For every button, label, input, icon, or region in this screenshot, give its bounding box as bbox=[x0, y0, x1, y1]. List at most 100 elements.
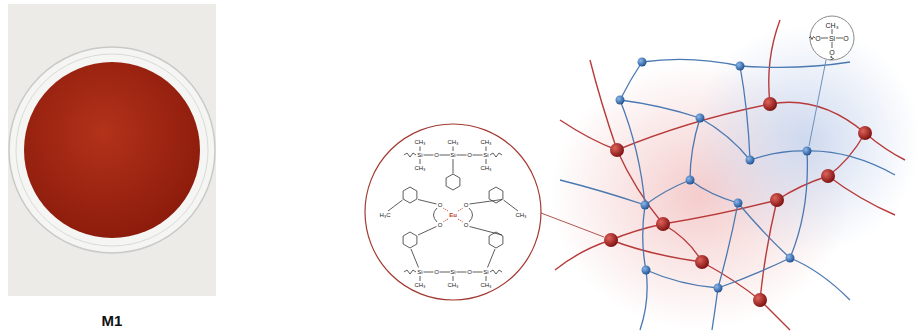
chemical-bonds bbox=[453, 276, 454, 281]
petri-dish-photo bbox=[8, 4, 216, 296]
blue-crosslinks bbox=[714, 284, 723, 293]
atom-label: CH₃ bbox=[447, 139, 458, 145]
chemical-bonds bbox=[809, 29, 843, 60]
atom-label: H₃C bbox=[379, 212, 390, 218]
chemical-bonds bbox=[420, 159, 421, 164]
atom-label: CH₃ bbox=[480, 139, 491, 145]
leader-lines bbox=[541, 60, 826, 237]
blue-crosslinks bbox=[641, 201, 650, 210]
chemical-bonds bbox=[388, 200, 403, 211]
blue-chains bbox=[642, 59, 850, 67]
chemical-bonds bbox=[457, 155, 467, 156]
coordination-bonds bbox=[443, 219, 448, 222]
blue-chains bbox=[645, 180, 690, 205]
atom-label: O bbox=[434, 269, 439, 275]
chemical-bonds bbox=[821, 38, 828, 39]
leader-lines bbox=[541, 213, 604, 237]
blue-chains bbox=[712, 203, 738, 330]
blue-crosslinks bbox=[616, 96, 625, 105]
blue-chains bbox=[560, 59, 895, 330]
atom-label: CH₃ bbox=[826, 22, 839, 29]
atom-label: CH₃ bbox=[515, 212, 526, 218]
atom-label: O bbox=[434, 152, 439, 158]
chemical-bonds bbox=[453, 159, 454, 174]
europium-crosslinks bbox=[604, 97, 872, 307]
europium-crosslinks bbox=[753, 293, 767, 307]
blue-crosslinks bbox=[616, 58, 812, 293]
chemical-bonds bbox=[418, 227, 437, 236]
chemical-bonds bbox=[388, 147, 518, 282]
atom-label: CH₃ bbox=[480, 282, 491, 288]
blue-crosslinks bbox=[642, 266, 651, 275]
chemical-bonds bbox=[473, 272, 483, 273]
atom-label: Eu bbox=[449, 212, 457, 218]
complex-inset bbox=[365, 124, 541, 300]
blue-crosslinks bbox=[786, 254, 795, 263]
atom-label: O bbox=[438, 202, 443, 208]
atom-label: O bbox=[464, 202, 469, 208]
chemical-bonds bbox=[486, 147, 487, 152]
blue-crosslinks bbox=[734, 199, 743, 208]
atom-label: O bbox=[843, 35, 848, 42]
blue-chains bbox=[620, 100, 895, 175]
red-chains bbox=[617, 133, 865, 224]
leader-lines bbox=[809, 60, 826, 146]
atom-label: Si bbox=[829, 35, 835, 42]
europium-crosslinks bbox=[604, 233, 618, 247]
chemical-bonds bbox=[434, 208, 438, 222]
chemical-bonds bbox=[809, 37, 815, 40]
coordination-bonds bbox=[443, 208, 448, 211]
chemical-bonds bbox=[404, 153, 416, 157]
atom-label: CH₃ bbox=[414, 165, 425, 171]
chemical-bonds bbox=[418, 200, 437, 205]
chemical-bonds bbox=[403, 232, 417, 248]
chemical-bonds bbox=[486, 159, 487, 164]
chemical-bonds bbox=[490, 153, 502, 157]
atom-label: O bbox=[467, 152, 472, 158]
inset-circle bbox=[810, 16, 854, 60]
chemical-bonds bbox=[440, 155, 451, 156]
europium-crosslinks bbox=[770, 193, 784, 207]
blue-crosslinks bbox=[803, 147, 812, 156]
red-chains bbox=[828, 176, 895, 215]
europium-crosslinks bbox=[656, 217, 670, 231]
red-chains bbox=[769, 20, 780, 104]
coordination-bonds bbox=[458, 208, 463, 211]
chemical-bonds bbox=[420, 276, 421, 281]
europium-crosslinks bbox=[695, 255, 709, 269]
atom-label: Si bbox=[417, 269, 422, 275]
blue-chains bbox=[790, 151, 807, 258]
blue-crosslinks bbox=[638, 58, 647, 67]
chemical-bonds bbox=[486, 276, 487, 281]
chemical-bonds bbox=[473, 155, 483, 156]
chemical-bonds bbox=[469, 208, 473, 222]
atom-label: CH₃ bbox=[480, 165, 491, 171]
red-chains bbox=[611, 240, 790, 330]
chemical-bonds bbox=[457, 272, 467, 273]
atom-label: O bbox=[438, 222, 443, 228]
blue-chains bbox=[740, 66, 750, 160]
chemical-bonds bbox=[446, 174, 460, 190]
chemical-bonds bbox=[832, 42, 833, 48]
sample-label: M1 bbox=[102, 313, 123, 328]
blue-glow bbox=[690, 25, 920, 255]
europium-crosslinks bbox=[821, 169, 835, 183]
chemical-bonds bbox=[470, 227, 503, 236]
chemical-bonds bbox=[832, 29, 833, 34]
coordination-bonds bbox=[443, 208, 463, 222]
red-chains bbox=[663, 224, 702, 262]
siloxane-inset bbox=[809, 16, 854, 60]
chemical-bonds bbox=[470, 200, 503, 205]
blue-chains bbox=[690, 118, 850, 300]
chemical-bonds bbox=[404, 270, 416, 274]
atom-label: Si bbox=[417, 152, 422, 158]
blue-crosslinks bbox=[686, 176, 695, 185]
atom-label: CH₃ bbox=[414, 139, 425, 145]
red-film bbox=[24, 62, 200, 238]
coordination-bonds bbox=[458, 219, 463, 222]
atom-label: O bbox=[467, 269, 472, 275]
blue-chains bbox=[560, 180, 645, 205]
chemical-bonds bbox=[420, 147, 421, 152]
